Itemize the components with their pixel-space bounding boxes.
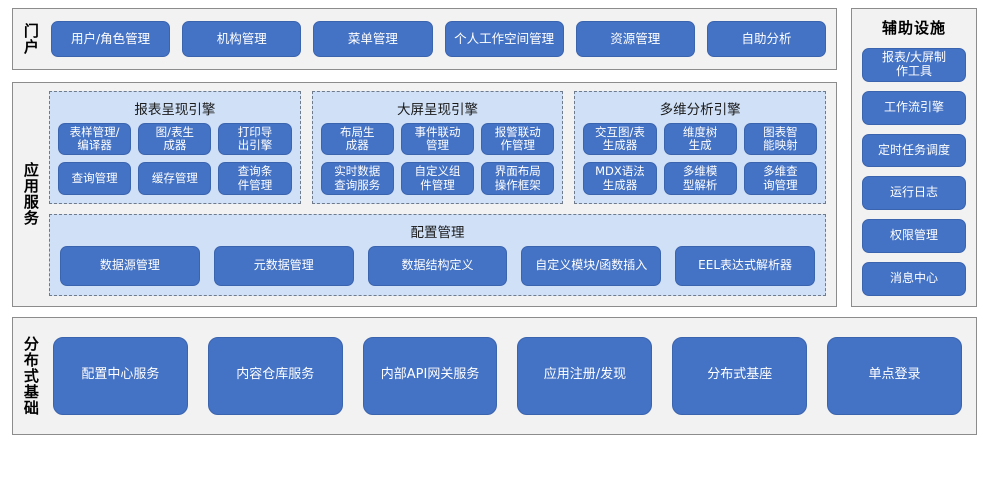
aux-facilities-section: 辅助设施 报表/大屏制 作工具 工作流引擎 定时任务调度 运行日志 权限管理 消…: [851, 8, 977, 307]
config-management-title: 配置管理: [410, 224, 465, 241]
engine-item-query-condition[interactable]: 查询条 件管理: [218, 162, 292, 195]
base-item-internal-api-gateway[interactable]: 内部API网关服务: [362, 336, 498, 415]
aux-item-report-screen-tool[interactable]: 报表/大屏制 作工具: [862, 48, 966, 82]
engine-item-template-manager[interactable]: 表样管理/ 编译器: [58, 123, 132, 156]
config-management-panel: 配置管理 数据源管理 元数据管理 数据结构定义 自定义模块/函数插入 EEL表达…: [49, 213, 826, 296]
engine-item-realtime-query[interactable]: 实时数据 查询服务: [320, 162, 394, 195]
portal-item-self-service[interactable]: 自助分析: [706, 21, 827, 57]
portal-item-resource[interactable]: 资源管理: [575, 21, 695, 57]
engine-item-multidim-query-manager[interactable]: 多维查 询管理: [743, 162, 818, 195]
upper-region: 门户 用户/角色管理 机构管理 菜单管理 个人工作空间管理 资源管理 自助分析 …: [12, 8, 977, 307]
config-item-custom-module[interactable]: 自定义模块/函数插入: [521, 245, 662, 286]
application-services-section: 应用服务 报表呈现引擎 表样管理/ 编译器 图/表生 成器 打印导 出引擎 查询…: [12, 82, 837, 307]
base-item-sso[interactable]: 单点登录: [827, 336, 962, 415]
config-item-datasource[interactable]: 数据源管理: [60, 245, 200, 286]
application-services-section-label: 应用服务: [21, 162, 40, 227]
engine-item-interactive-chart-generator[interactable]: 交互图/表 生成器: [583, 123, 657, 156]
main-column: 门户 用户/角色管理 机构管理 菜单管理 个人工作空间管理 资源管理 自助分析 …: [12, 8, 837, 307]
engine-item-custom-component[interactable]: 自定义组 件管理: [400, 162, 475, 195]
config-item-data-structure[interactable]: 数据结构定义: [367, 245, 508, 286]
base-item-content-repository[interactable]: 内容仓库服务: [207, 336, 343, 415]
portal-section: 门户 用户/角色管理 机构管理 菜单管理 个人工作空间管理 资源管理 自助分析: [12, 8, 837, 70]
aux-item-message-center[interactable]: 消息中心: [862, 262, 966, 296]
distributed-base-section-label: 分布式基础: [21, 335, 40, 416]
portal-item-menu[interactable]: 菜单管理: [313, 21, 433, 57]
engine-item-cache-manager[interactable]: 缓存管理: [138, 162, 212, 195]
application-services-body: 报表呈现引擎 表样管理/ 编译器 图/表生 成器 打印导 出引擎 查询管理 缓存…: [47, 83, 836, 306]
base-item-app-registry[interactable]: 应用注册/发现: [517, 336, 653, 415]
config-item-eel-parser[interactable]: EEL表达式解析器: [675, 245, 815, 286]
engine-item-mdx-generator[interactable]: MDX语法 生成器: [583, 162, 657, 195]
engine-multidim-analysis: 多维分析引擎 交互图/表 生成器 维度树 生成 图表智 能映射 MDX语法 生成…: [574, 91, 827, 204]
engine-item-query-manager[interactable]: 查询管理: [58, 162, 132, 195]
base-item-distributed-foundation[interactable]: 分布式基座: [672, 336, 808, 415]
engine-report-rendering-grid: 表样管理/ 编译器 图/表生 成器 打印导 出引擎 查询管理 缓存管理 查询条 …: [58, 123, 292, 195]
engine-multidim-analysis-grid: 交互图/表 生成器 维度树 生成 图表智 能映射 MDX语法 生成器 多维模 型…: [583, 123, 818, 195]
aux-item-workflow-engine[interactable]: 工作流引擎: [862, 90, 966, 125]
portal-section-label: 门户: [21, 23, 40, 55]
engine-report-rendering: 报表呈现引擎 表样管理/ 编译器 图/表生 成器 打印导 出引擎 查询管理 缓存…: [49, 91, 301, 204]
config-management-row: 数据源管理 元数据管理 数据结构定义 自定义模块/函数插入 EEL表达式解析器: [60, 245, 815, 286]
base-item-config-center[interactable]: 配置中心服务: [53, 336, 188, 415]
distributed-base-section: 分布式基础 配置中心服务 内容仓库服务 内部API网关服务 应用注册/发现 分布…: [12, 316, 977, 435]
engine-item-alarm-action[interactable]: 报警联动 作管理: [481, 123, 555, 156]
engine-item-ui-layout-framework[interactable]: 界面布局 操作框架: [481, 162, 555, 195]
engine-item-dimension-tree[interactable]: 维度树 生成: [663, 123, 737, 156]
distributed-base-button-row: 配置中心服务 内容仓库服务 内部API网关服务 应用注册/发现 分布式基座 单点…: [47, 318, 976, 434]
engines-row: 报表呈现引擎 表样管理/ 编译器 图/表生 成器 打印导 出引擎 查询管理 缓存…: [49, 91, 827, 204]
engine-large-screen-rendering-title: 大屏呈现引擎: [397, 102, 478, 118]
aux-facilities-list: 报表/大屏制 作工具 工作流引擎 定时任务调度 运行日志 权限管理 消息中心: [862, 48, 966, 296]
portal-item-workspace[interactable]: 个人工作空间管理: [444, 21, 564, 57]
engine-item-chart-table-generator[interactable]: 图/表生 成器: [138, 123, 212, 156]
portal-item-org[interactable]: 机构管理: [182, 21, 302, 57]
aux-item-runtime-log[interactable]: 运行日志: [862, 176, 966, 211]
engine-report-rendering-title: 报表呈现引擎: [134, 102, 216, 118]
engine-item-event-linkage[interactable]: 事件联动 管理: [400, 123, 475, 156]
aux-facilities-title: 辅助设施: [881, 19, 946, 37]
engine-item-layout-generator[interactable]: 布局生 成器: [320, 123, 394, 156]
portal-button-row: 用户/角色管理 机构管理 菜单管理 个人工作空间管理 资源管理 自助分析: [47, 9, 836, 69]
engine-large-screen-rendering: 大屏呈现引擎 布局生 成器 事件联动 管理 报警联动 作管理 实时数据 查询服务…: [311, 91, 564, 204]
aux-item-scheduled-task[interactable]: 定时任务调度: [862, 133, 966, 168]
portal-item-user-role[interactable]: 用户/角色管理: [51, 21, 171, 57]
engine-item-print-export[interactable]: 打印导 出引擎: [218, 123, 292, 156]
config-item-metadata[interactable]: 元数据管理: [213, 245, 354, 286]
engine-multidim-analysis-title: 多维分析引擎: [659, 102, 741, 118]
aux-item-permission-management[interactable]: 权限管理: [862, 219, 966, 254]
engine-item-multidim-model-parse[interactable]: 多维模 型解析: [663, 162, 737, 195]
engine-large-screen-rendering-grid: 布局生 成器 事件联动 管理 报警联动 作管理 实时数据 查询服务 自定义组 件…: [320, 123, 555, 195]
engine-item-chart-smart-mapping[interactable]: 图表智 能映射: [743, 123, 818, 156]
